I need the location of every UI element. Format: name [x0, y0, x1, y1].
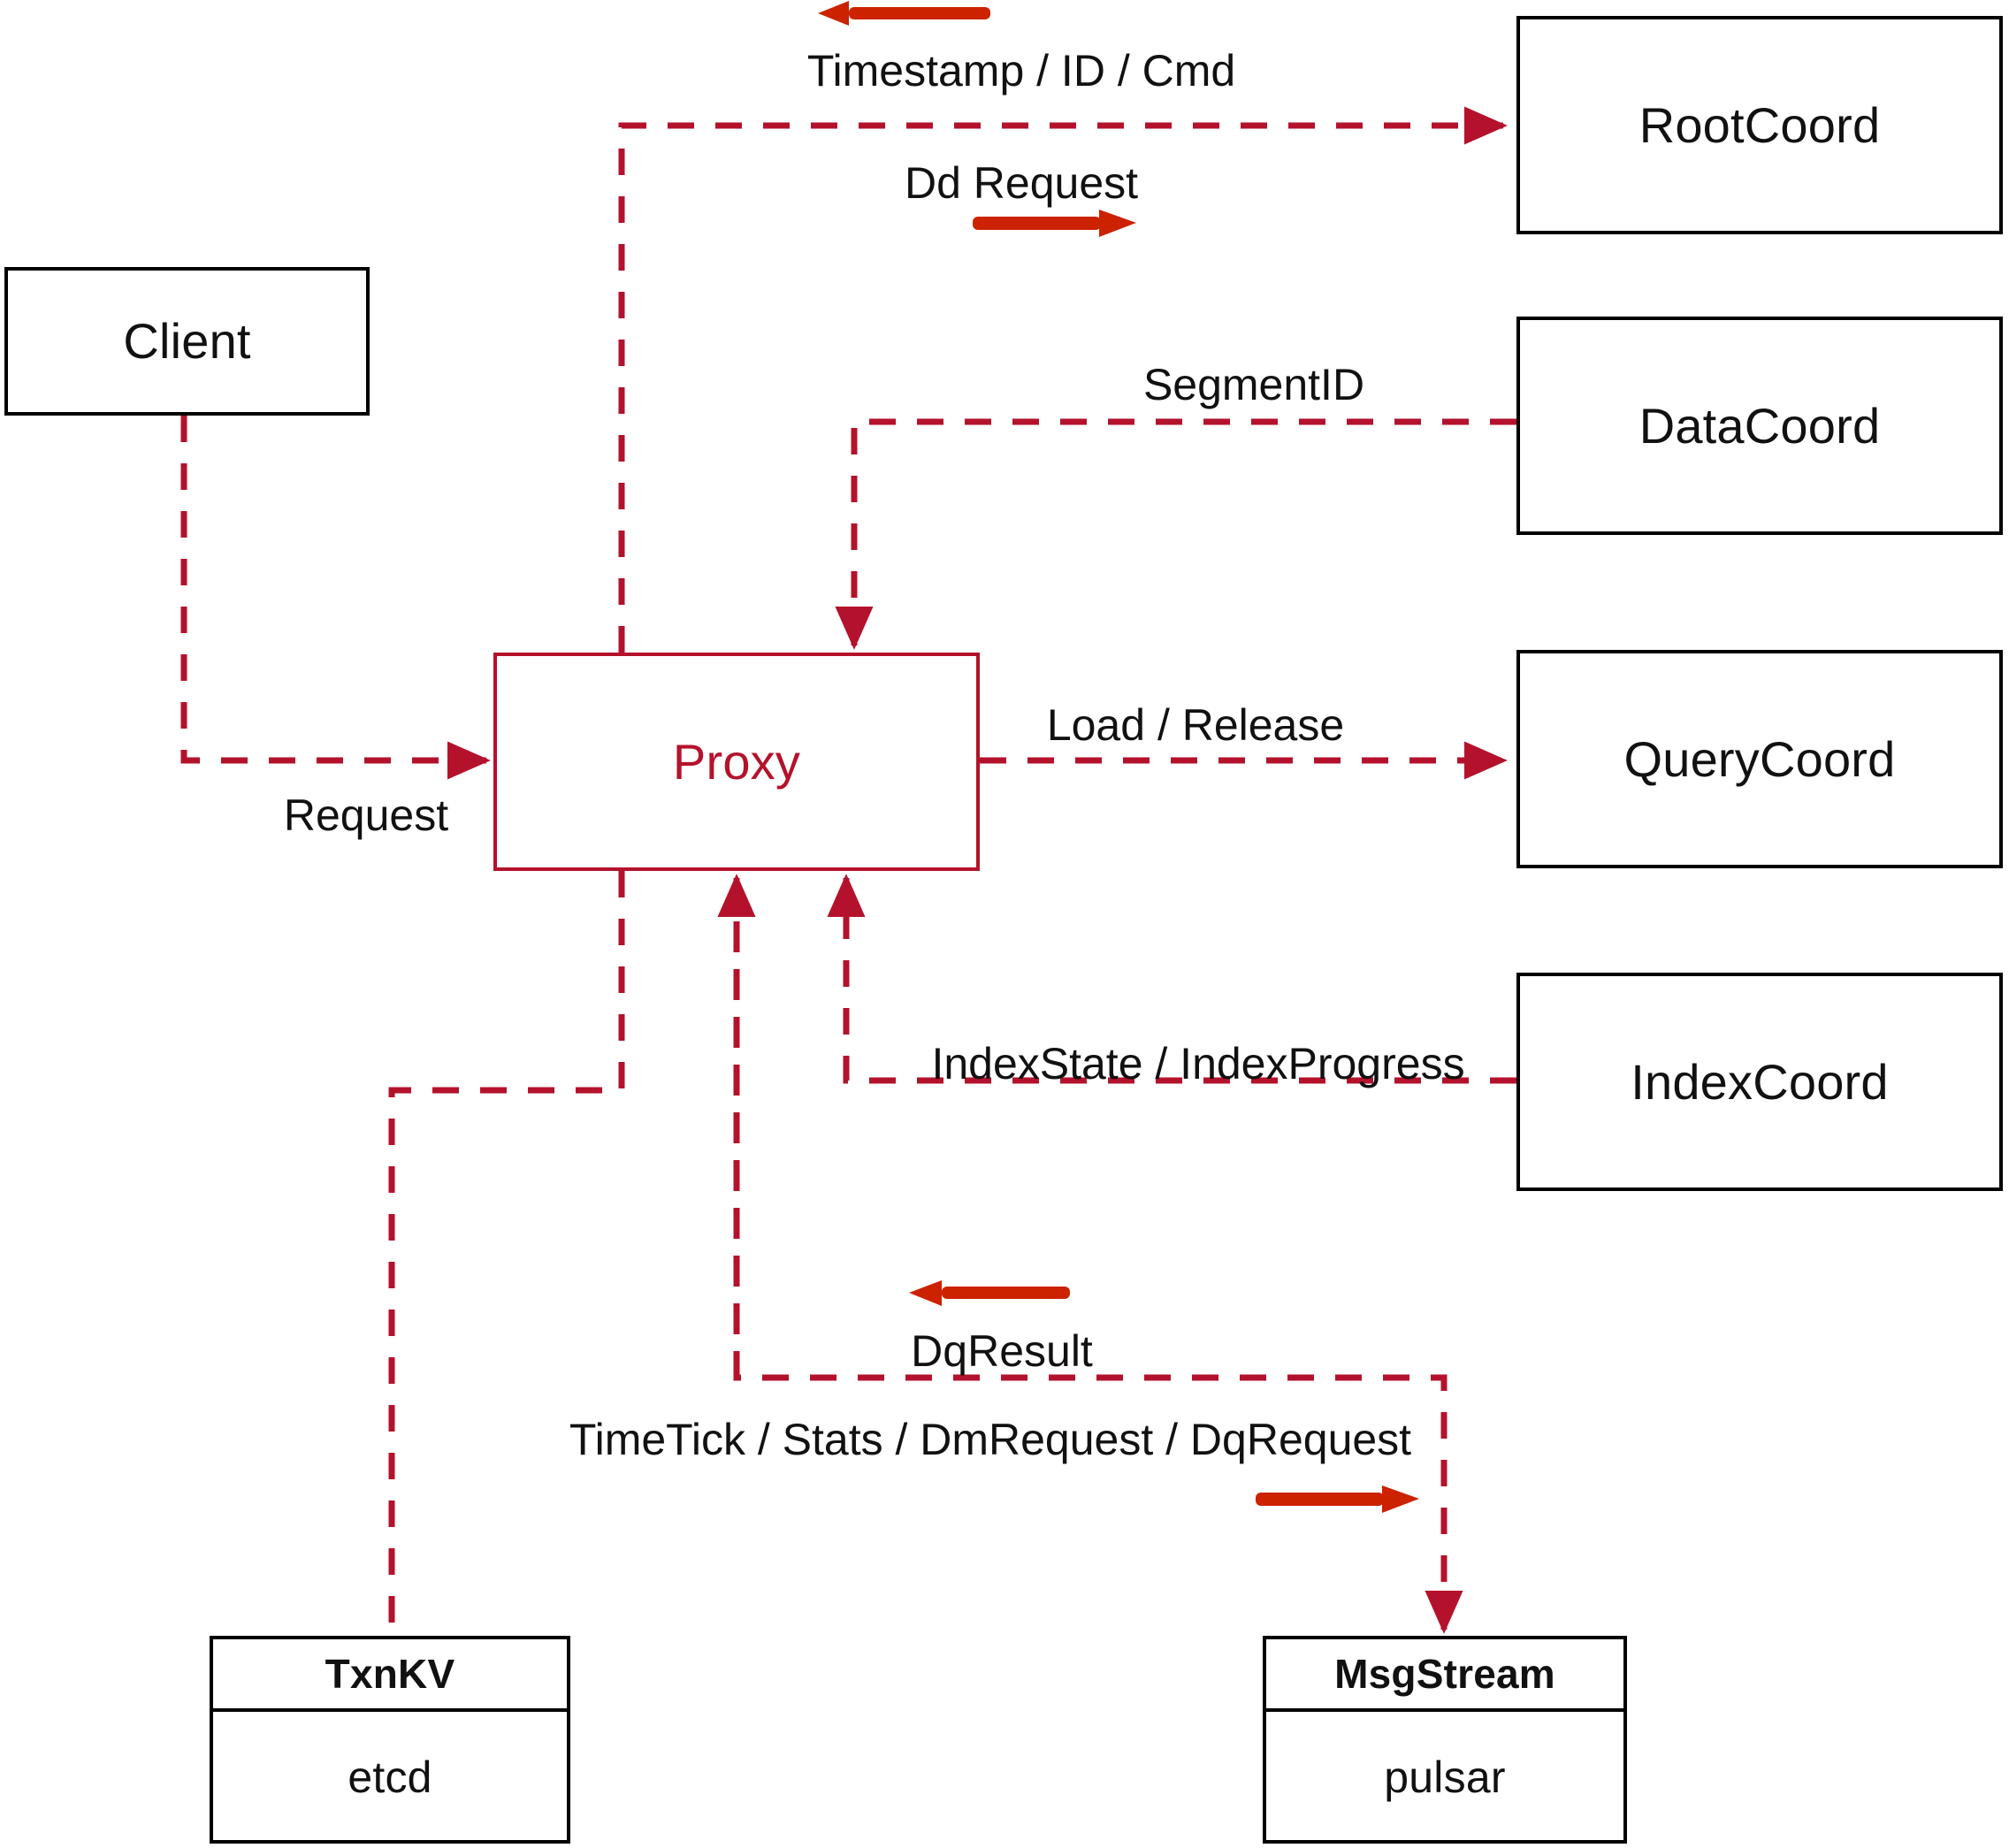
edge-label-segment-id: SegmentID — [1142, 360, 1365, 409]
node-rootcoord[interactable]: RootCoord — [1516, 16, 2003, 234]
node-msgstream-impl: pulsar — [1384, 1753, 1506, 1802]
node-proxy[interactable]: Proxy — [493, 653, 980, 871]
edge-label-load-release: Load / Release — [1046, 700, 1345, 750]
block-arrow-dd-request-right — [973, 210, 1136, 237]
node-querycoord[interactable]: QueryCoord — [1516, 650, 2003, 868]
edge-label-request: Request — [283, 790, 449, 840]
edge-label-dq-result: DqResult — [911, 1326, 1093, 1376]
block-arrow-dqresult-left — [909, 1280, 1070, 1306]
edge-label-index-state-progress: IndexState / IndexProgress — [931, 1039, 1465, 1088]
node-txnkv-impl: etcd — [348, 1753, 432, 1802]
node-msgstream[interactable]: MsgStream pulsar — [1263, 1636, 1627, 1844]
node-msgstream-header: MsgStream — [1266, 1639, 1623, 1712]
node-datacoord[interactable]: DataCoord — [1516, 317, 2003, 535]
node-client[interactable]: Client — [4, 267, 370, 416]
node-indexcoord[interactable]: IndexCoord — [1516, 973, 2003, 1191]
edge-client-to-proxy — [180, 416, 491, 780]
edge-label-dd-request: Dd Request — [904, 158, 1139, 208]
edge-datacoord-to-proxy — [835, 418, 1516, 650]
node-txnkv-title: TxnKV — [325, 1650, 455, 1697]
node-msgstream-title: MsgStream — [1334, 1650, 1555, 1697]
node-rootcoord-label: RootCoord — [1639, 96, 1881, 153]
block-arrow-dqrequest-right — [1256, 1485, 1419, 1513]
node-indexcoord-label: IndexCoord — [1631, 1053, 1889, 1110]
edge-proxy-to-msgstream — [733, 878, 1463, 1634]
edge-label-timetick-stats-dm-dq: TimeTick / Stats / DmRequest / DqRequest — [569, 1415, 1412, 1464]
node-txnkv-header: TxnKV — [213, 1639, 567, 1712]
block-arrow-timestamp-left — [818, 1, 990, 26]
node-proxy-label: Proxy — [672, 733, 801, 790]
node-querycoord-label: QueryCoord — [1623, 730, 1896, 787]
node-msgstream-body: pulsar — [1266, 1712, 1623, 1844]
edge-proxy-to-txnkv — [388, 871, 625, 1636]
node-txnkv-body: etcd — [213, 1712, 567, 1844]
node-client-label: Client — [123, 313, 251, 370]
node-datacoord-label: DataCoord — [1639, 397, 1881, 454]
node-txnkv[interactable]: TxnKV etcd — [210, 1636, 570, 1844]
edge-label-timestamp-id-cmd: Timestamp / ID / Cmd — [806, 46, 1236, 95]
